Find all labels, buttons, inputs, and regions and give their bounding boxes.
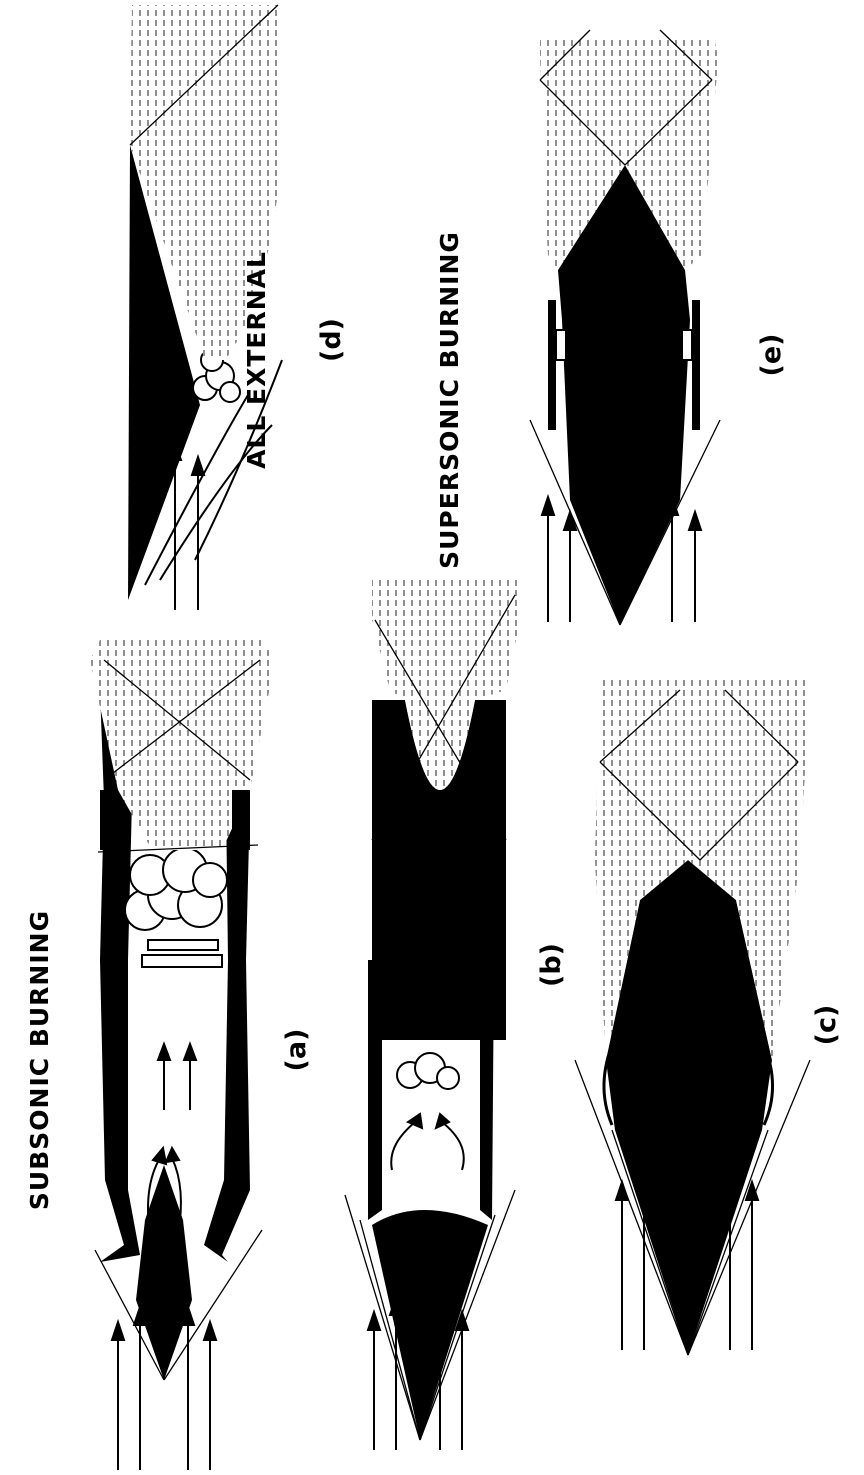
panel-a-flameholder <box>142 940 222 967</box>
panel-e-duct-wall <box>548 300 556 430</box>
panel-b-combustion-cloud <box>397 1053 459 1089</box>
heading-all-external: ALL EXTERNAL <box>242 251 271 469</box>
panel-c-subsonic-external-expansion <box>575 680 810 1355</box>
heading-supersonic-burning: SUPERSONIC BURNING <box>435 231 464 569</box>
panel-b-flow-arrows <box>391 1114 464 1170</box>
caption-a: (a) <box>281 1029 312 1072</box>
caption-e: (e) <box>756 334 787 377</box>
caption-b: (b) <box>536 943 567 987</box>
panel-e-supersonic <box>530 30 720 625</box>
heading-subsonic-burning: SUBSONIC BURNING <box>25 910 54 1210</box>
caption-d: (d) <box>316 318 347 362</box>
panel-a-subsonic-internal <box>90 640 275 1470</box>
panel-b-subsonic-hybrid <box>345 580 520 1450</box>
panel-e-duct-wall <box>692 300 700 430</box>
panel-a-combustion-cloud <box>125 848 227 930</box>
panel-a-nozzle-wall <box>232 790 250 850</box>
panel-a-centerbody <box>136 1165 192 1380</box>
panel-b-forebody <box>372 1210 488 1440</box>
caption-c: (c) <box>811 1005 842 1046</box>
panel-a-nozzle-wall <box>100 790 118 850</box>
